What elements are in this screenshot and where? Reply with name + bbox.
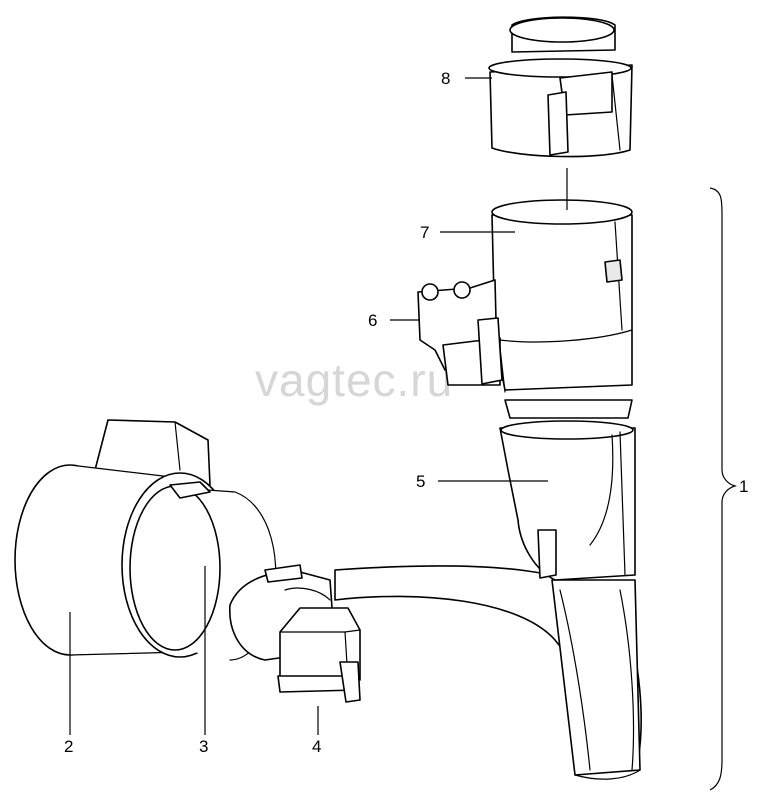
callout-4: 4 [312, 737, 321, 756]
part-7-connector-body [491, 199, 633, 393]
hose [334, 565, 642, 780]
leader-lines [69, 77, 738, 791]
callout-7: 7 [420, 223, 429, 242]
callout-1: 1 [739, 477, 748, 496]
part-8-cap-plug [488, 16, 633, 158]
callout-2: 2 [64, 737, 73, 756]
callout-5: 5 [416, 472, 425, 491]
callout-8: 8 [441, 69, 450, 88]
part-4-clip [277, 607, 361, 703]
callout-3: 3 [199, 737, 208, 756]
watermark-text: vagtec.ru [255, 354, 453, 406]
part-6-lock-clip [417, 279, 503, 386]
part-5-boot [499, 399, 636, 581]
callout-6: 6 [368, 311, 377, 330]
